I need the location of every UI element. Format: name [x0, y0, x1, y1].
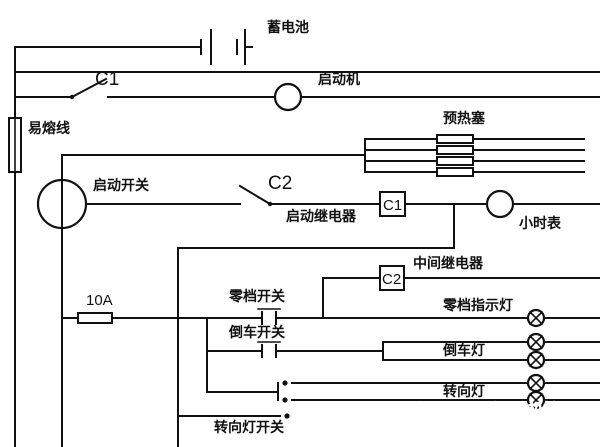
c1-coil-symbol	[379, 191, 406, 217]
neutral-switch-symbol	[257, 308, 281, 325]
battery-label: 蓄电池	[267, 19, 309, 36]
c2-coil-symbol	[379, 265, 405, 291]
glow-plug-symbol	[364, 134, 585, 177]
middle-relay-label: 中间继电器	[413, 255, 484, 272]
start-switch-label: 启动开关	[93, 177, 149, 194]
turn-lamp-symbol-2	[526, 390, 546, 410]
fuse-symbol	[8, 117, 22, 173]
reverse-lamp-symbol-2	[526, 350, 546, 370]
turn-lamp-label: 转向灯	[443, 383, 485, 400]
c1-coil-label: C1	[383, 197, 402, 214]
neutral-lamp-symbol	[526, 308, 546, 328]
wiring	[14, 46, 600, 447]
turn-lamp-switch-label: 转向灯开关	[214, 419, 284, 436]
fuse-10a-symbol	[77, 312, 113, 324]
c1-switch-label: C1	[95, 69, 119, 90]
neutral-switch-label: 零档开关	[228, 288, 285, 305]
reverse-lamp-symbol-1	[526, 332, 546, 352]
c1-switch-contact	[69, 77, 108, 100]
starter-motor-symbol	[273, 82, 303, 112]
turn-lamp-symbol-1	[526, 373, 546, 393]
c2-coil-label: C2	[382, 271, 401, 288]
reverse-lamp-label: 倒车灯	[442, 342, 485, 359]
glow-plug-label: 预热塞	[443, 110, 486, 127]
fuse-label: 易熔线	[28, 120, 70, 137]
hour-meter-label: 小时表	[519, 215, 562, 232]
reverse-switch-label: 倒车开关	[228, 324, 285, 341]
fuse-10a-label: 10A	[86, 292, 113, 309]
start-switch-symbol	[36, 178, 88, 230]
hour-meter-symbol	[485, 189, 515, 219]
turn-switch-contacts	[282, 380, 290, 419]
watermark: 知乎 @起重运输机械	[418, 400, 558, 418]
battery-symbol	[200, 29, 246, 65]
reverse-switch-symbol	[257, 341, 281, 358]
neutral-lamp-label: 零档指示灯	[442, 297, 513, 314]
c2-switch-contact	[238, 184, 273, 207]
starter-motor-label: 启动机	[318, 71, 360, 88]
c2-switch-label: C2	[268, 173, 292, 194]
start-relay-label: 启动继电器	[286, 208, 357, 225]
